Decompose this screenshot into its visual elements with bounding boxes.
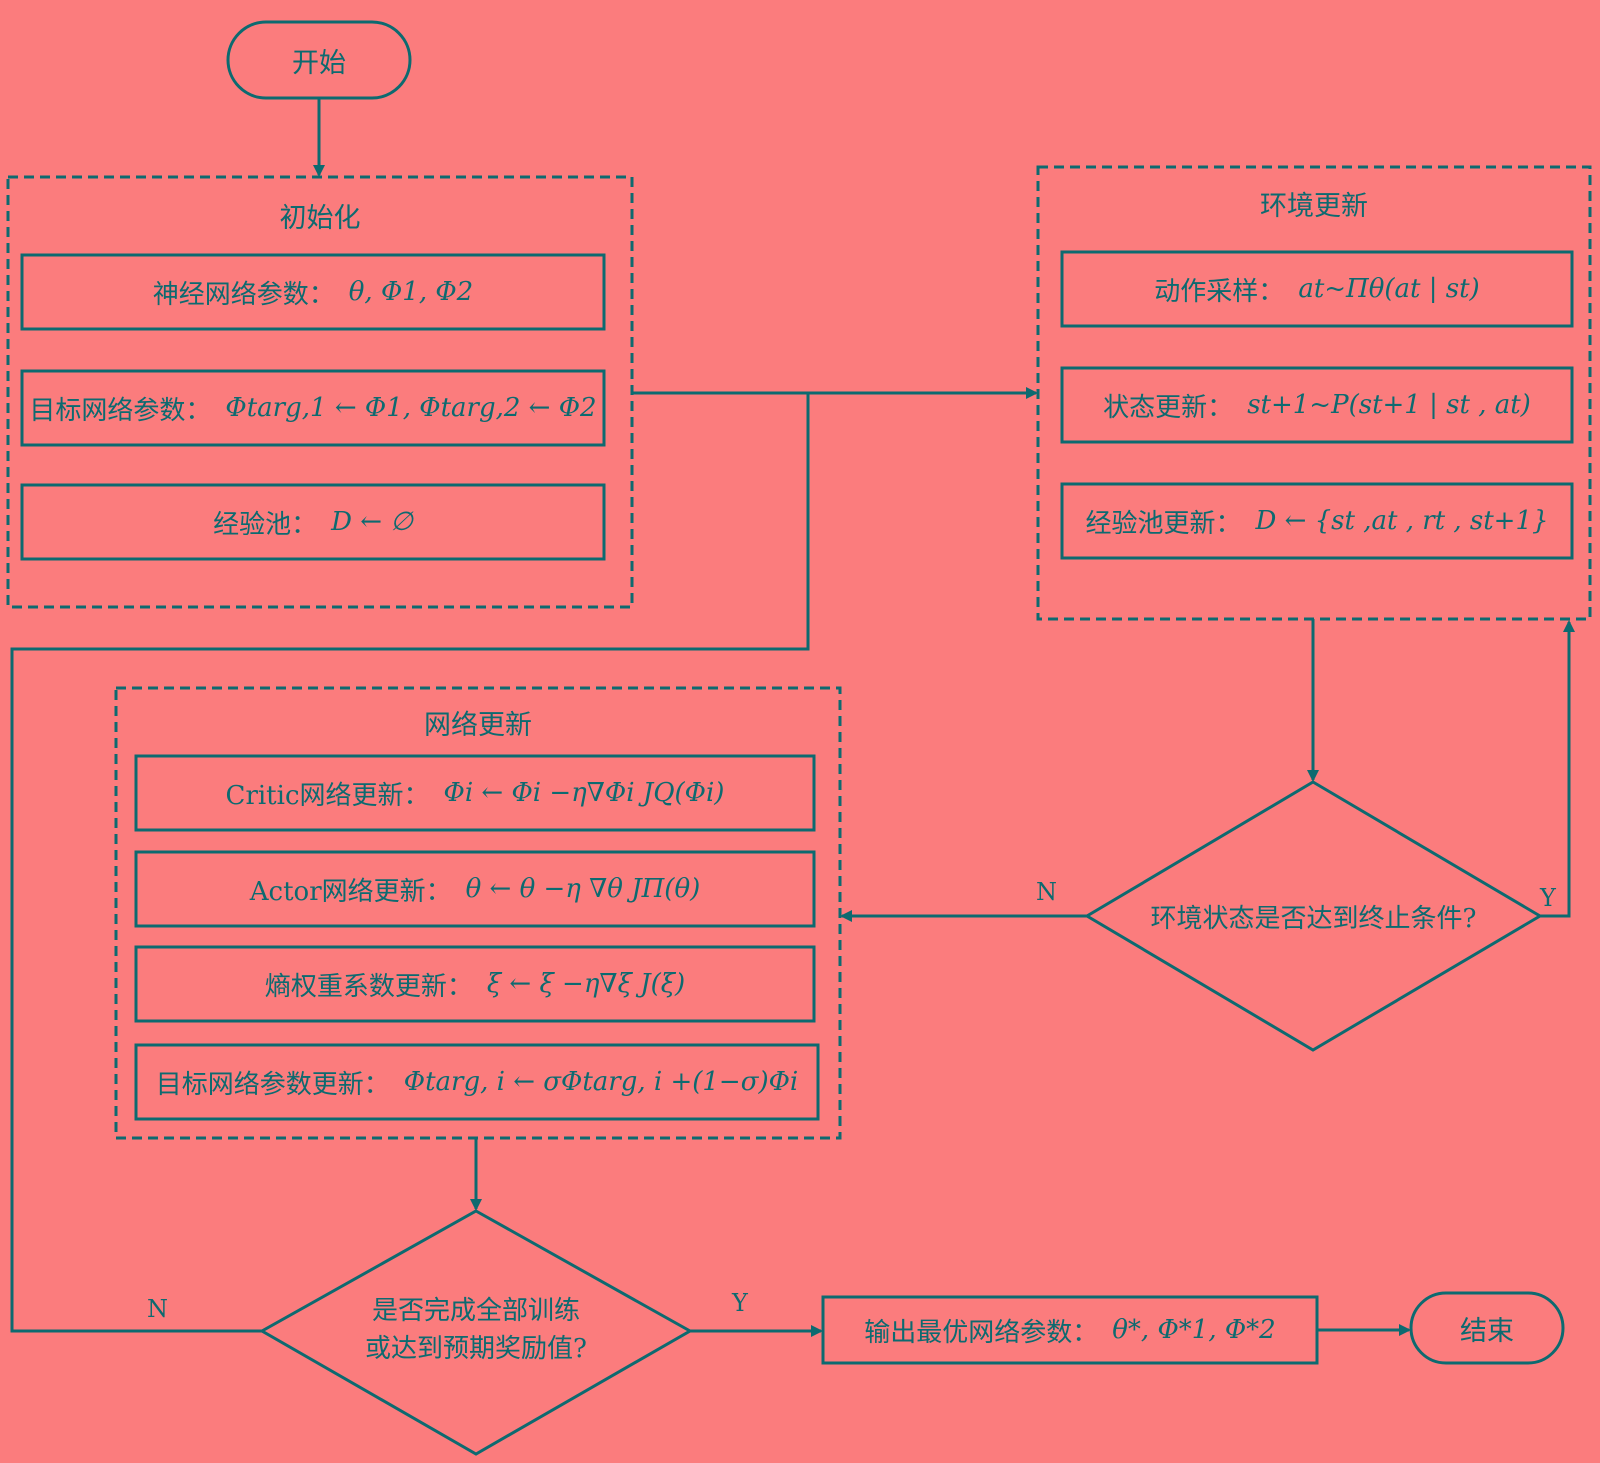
env-decision-shape <box>1084 780 1543 1052</box>
end-label: 结束 <box>1460 1315 1514 1347</box>
init-step-target-params: 目标网络参数： Φtarg,1 ← Φ1, Φtarg,2 ← Φ2 <box>22 371 604 445</box>
env-decision-yes-label: Y <box>1540 884 1556 912</box>
step-label: 状态更新： <box>1103 392 1234 423</box>
net-step-actor-update: Actor网络更新： θ ← θ −η ∇θ JΠ(θ) <box>136 852 814 926</box>
step-formula: D ← ∅ <box>331 507 413 537</box>
step-formula: at~Πθ(at | st) <box>1298 274 1480 304</box>
env-step-buffer-update: 经验池更新： D ← {st ,at , rt , st+1} <box>1062 484 1572 558</box>
step-label: 目标网络参数： <box>29 395 212 426</box>
env-decision-no-label: N <box>1036 878 1057 906</box>
train-decision-shape <box>258 1209 694 1456</box>
train-decision-label: 是否完成全部训练 或达到预期奖励值? <box>262 1290 690 1370</box>
net-step-critic-update: Critic网络更新： Φi ← Φi −η∇Φi JQ(Φi) <box>136 756 814 830</box>
env-group-title: 环境更新 <box>1260 190 1368 222</box>
net-step-target-update: 目标网络参数更新： Φtarg, i ← σΦtarg, i +(1−σ)Φi <box>136 1045 818 1119</box>
output-optimal-params: 输出最优网络参数： θ*, Φ*1, Φ*2 <box>823 1297 1317 1363</box>
env-decision-label: 环境状态是否达到终止条件? <box>1150 903 1477 934</box>
init-step-network-params: 神经网络参数： θ, Φ1, Φ2 <box>22 255 604 329</box>
net-step-entropy-update: 熵权重系数更新： ξ ← ξ −η∇ξ J(ξ) <box>136 947 814 1021</box>
train-decision-line-2: 或达到预期奖励值? <box>365 1334 587 1364</box>
step-label: 经验池： <box>213 509 318 540</box>
step-formula: Φtarg, i ← σΦtarg, i +(1−σ)Φi <box>403 1067 799 1097</box>
start-label: 开始 <box>292 47 346 79</box>
step-formula: Φi ← Φi −η∇Φi JQ(Φi) <box>443 778 725 808</box>
end-terminal <box>1409 1291 1565 1365</box>
step-formula: Φtarg,1 ← Φ1, Φtarg,2 ← Φ2 <box>225 393 597 423</box>
step-formula: θ, Φ1, Φ2 <box>348 277 474 307</box>
step-label: Actor网络更新： <box>249 876 452 907</box>
step-formula: ξ ← ξ −η∇ξ J(ξ) <box>486 969 686 999</box>
step-label: 动作采样： <box>1154 276 1285 307</box>
step-formula: D ← {st ,at , rt , st+1} <box>1255 506 1549 536</box>
step-formula: θ ← θ −η ∇θ JΠ(θ) <box>465 874 701 904</box>
train-decision-line-1: 是否完成全部训练 <box>371 1296 580 1326</box>
env-step-state-update: 状态更新： st+1~P(st+1 | st , at) <box>1062 368 1572 442</box>
init-group-title: 初始化 <box>279 202 361 234</box>
train-decision-no-label: N <box>147 1295 168 1323</box>
output-label: 输出最优网络参数： <box>864 1317 1099 1348</box>
step-label: Critic网络更新： <box>225 780 430 811</box>
step-label: 神经网络参数： <box>152 279 335 310</box>
step-label: 目标网络参数更新： <box>155 1069 390 1100</box>
env-step-action-sampling: 动作采样： at~Πθ(at | st) <box>1062 252 1572 326</box>
train-decision-yes-label: Y <box>732 1289 748 1317</box>
step-formula: st+1~P(st+1 | st , at) <box>1247 390 1531 420</box>
net-group-title: 网络更新 <box>424 709 532 741</box>
init-step-replay-buffer: 经验池： D ← ∅ <box>22 485 604 559</box>
step-label: 经验池更新： <box>1085 508 1242 539</box>
output-formula: θ*, Φ*1, Φ*2 <box>1112 1315 1276 1345</box>
step-label: 熵权重系数更新： <box>264 971 473 1002</box>
